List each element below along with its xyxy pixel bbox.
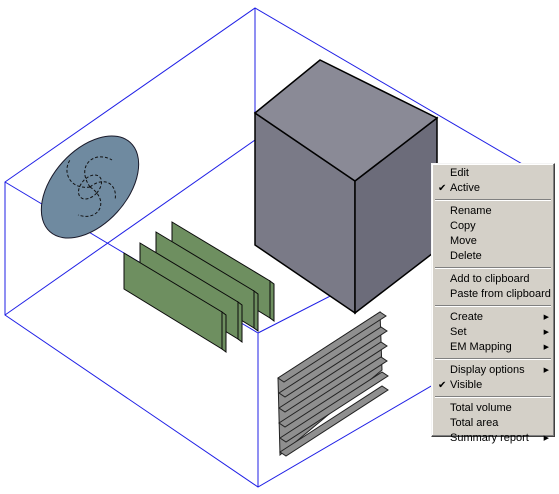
menu-item-active[interactable]: ✔Active xyxy=(432,181,554,196)
menu-item-label: Copy xyxy=(450,220,476,232)
menu-item-display-options[interactable]: Display options ▶ xyxy=(432,363,554,378)
menu-item-rename[interactable]: Rename xyxy=(432,204,554,219)
menu-item-label: Delete xyxy=(450,250,482,262)
menu-item-label: Active xyxy=(450,182,480,194)
menu-separator xyxy=(435,358,551,360)
submenu-arrow-icon: ▶ xyxy=(543,314,549,321)
menu-item-copy[interactable]: Copy xyxy=(432,219,554,234)
menu-item-move[interactable]: Move xyxy=(432,234,554,249)
checkmark-icon: ✔ xyxy=(438,183,447,194)
pcb-card[interactable] xyxy=(123,221,275,353)
menu-item-create[interactable]: Create ▶ xyxy=(432,310,554,325)
checkmark-icon: ✔ xyxy=(438,380,447,391)
menu-item-add-to-clipboard[interactable]: Add to clipboard xyxy=(432,272,554,287)
menu-item-summary-report[interactable]: Summary report ▶ xyxy=(432,431,554,446)
menu-item-label: Rename xyxy=(450,205,492,217)
menu-item-edit[interactable]: Edit xyxy=(432,166,554,181)
menu-item-label: Total volume xyxy=(450,402,512,414)
fan-icon[interactable] xyxy=(22,118,157,257)
menu-item-label: Paste from clipboard xyxy=(450,288,551,300)
menu-separator xyxy=(435,267,551,269)
menu-item-total-area[interactable]: Total area xyxy=(432,416,554,431)
block-component[interactable] xyxy=(253,59,439,315)
submenu-arrow-icon: ▶ xyxy=(543,344,549,351)
menu-item-label: Set xyxy=(450,326,467,338)
menu-item-label: Summary report xyxy=(450,432,529,444)
menu-item-label: Edit xyxy=(450,167,469,179)
submenu-arrow-icon: ▶ xyxy=(543,329,549,336)
menu-separator xyxy=(435,305,551,307)
menu-item-total-volume[interactable]: Total volume xyxy=(432,401,554,416)
menu-item-label: Create xyxy=(450,311,484,323)
menu-item-paste-from-clipboard[interactable]: Paste from clipboard xyxy=(432,287,554,302)
menu-item-delete[interactable]: Delete xyxy=(432,249,554,264)
menu-item-em-mapping[interactable]: EM Mapping ▶ xyxy=(432,340,554,355)
menu-item-label: Total area xyxy=(450,417,499,429)
menu-item-visible[interactable]: ✔Visible xyxy=(432,378,554,393)
menu-separator xyxy=(435,396,551,398)
menu-item-set[interactable]: Set ▶ xyxy=(432,325,554,340)
heatsink-component[interactable] xyxy=(277,311,389,457)
menu-item-label: Visible xyxy=(450,379,483,391)
menu-separator xyxy=(435,199,551,201)
submenu-arrow-icon: ▶ xyxy=(543,367,549,374)
menu-item-label: Add to clipboard xyxy=(450,273,530,285)
menu-item-label: EM Mapping xyxy=(450,341,512,353)
menu-item-label: Move xyxy=(450,235,477,247)
submenu-arrow-icon: ▶ xyxy=(543,435,549,442)
menu-item-label: Display options xyxy=(450,364,525,376)
